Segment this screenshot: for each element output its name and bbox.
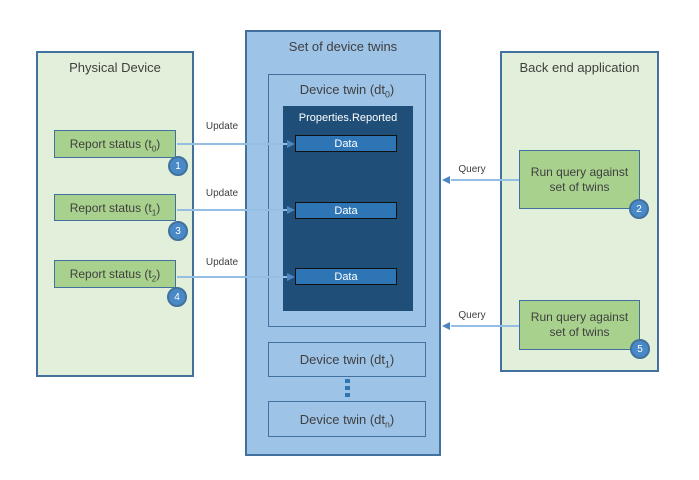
query-arrow-label-1: Query	[458, 164, 486, 175]
query-arrow-line-1	[451, 179, 519, 181]
step-badge-2: 2	[629, 199, 649, 219]
data-bar-2: Data	[295, 202, 397, 219]
device-twin-dt1-box: Device twin (dt1)	[268, 342, 426, 377]
report-status-t0-label: Report status (t0)	[69, 137, 161, 154]
step-badge-4: 4	[167, 287, 187, 307]
report-status-t1-label: Report status (t1)	[69, 200, 161, 217]
step-badge-5: 5	[630, 339, 650, 359]
report-status-t2-box: Report status (t2)	[54, 260, 176, 288]
set-of-device-twins-title: Set of device twins	[288, 39, 398, 54]
query-arrow-line-2	[451, 325, 519, 327]
ellipsis-dot	[345, 393, 350, 397]
data-bar-3: Data	[295, 268, 397, 285]
update-arrow-line-3	[177, 276, 287, 278]
report-status-t0-box: Report status (t0)	[54, 130, 176, 158]
query-arrowhead-icon	[442, 176, 450, 184]
update-arrow-label-2: Update	[205, 188, 239, 199]
backend-application-title: Back end application	[519, 60, 640, 75]
data-bar-1: Data	[295, 135, 397, 152]
query-arrow-label-2: Query	[458, 310, 486, 321]
ellipsis-dot	[345, 379, 350, 383]
physical-device-title: Physical Device	[69, 60, 161, 75]
update-arrowhead-icon	[287, 273, 295, 281]
properties-reported-label: Properties.Reported	[298, 112, 398, 124]
update-arrowhead-icon	[287, 140, 295, 148]
device-twin-dt0-label: Device twin (dt0)	[299, 82, 395, 100]
query-arrowhead-icon	[442, 322, 450, 330]
report-status-t2-label: Report status (t2)	[69, 267, 161, 284]
update-arrow-label-3: Update	[205, 257, 239, 268]
update-arrowhead-icon	[287, 206, 295, 214]
ellipsis-dot	[345, 386, 350, 390]
report-status-t1-box: Report status (t1)	[54, 194, 176, 221]
update-arrow-label-1: Update	[205, 121, 239, 132]
update-arrow-line-2	[177, 209, 287, 211]
device-twin-dtn-box: Device twin (dtn)	[268, 401, 426, 437]
device-twin-dt1-label: Device twin (dt1)	[299, 352, 395, 370]
step-badge-3: 3	[168, 221, 188, 241]
device-twin-dtn-label: Device twin (dtn)	[299, 411, 395, 430]
update-arrow-line-1	[177, 143, 287, 145]
step-badge-1: 1	[168, 156, 188, 176]
